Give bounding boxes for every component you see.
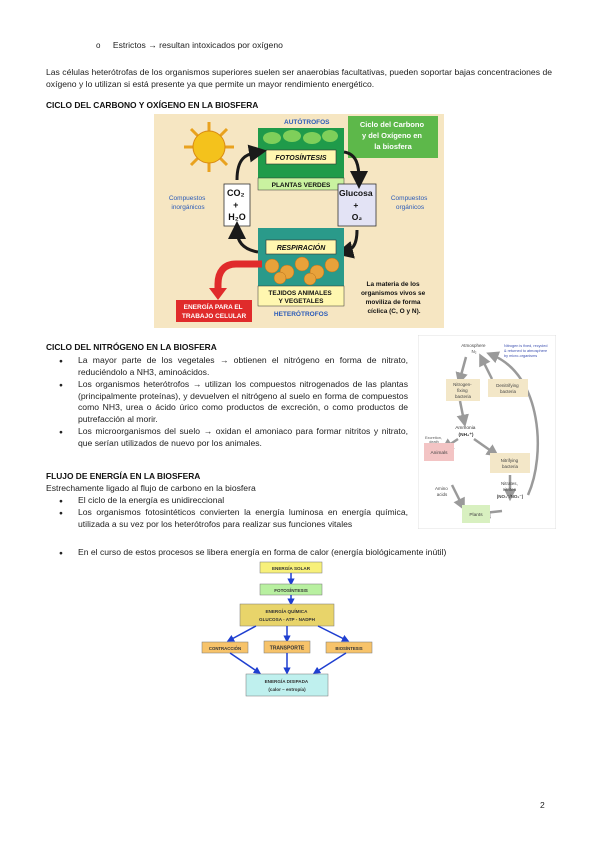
tejidos-box <box>257 285 345 307</box>
arrow-co2-to-plants <box>235 144 267 181</box>
respiracion-box <box>265 239 337 255</box>
co2-box <box>223 183 251 227</box>
plantas-verdes-label: PLANTAS VERDES <box>272 182 331 189</box>
carbon-cycle-figure: AUTÓTROFOS FOTOSÍNTESIS PLANTAS VERDES C… <box>154 114 444 328</box>
carbon-title-box <box>348 116 438 158</box>
materia-text: La materia de los organismos vivos se mo… <box>361 281 427 315</box>
nitrogen-figure-frame <box>418 335 556 529</box>
nitrates-label: Nitrates, nitrites (NO₃⁻/NO₂⁻) <box>497 481 524 499</box>
leaves-icon <box>263 130 338 144</box>
heterotrofos-label: HETERÓTROFOS <box>274 309 329 318</box>
list-item: Los microorganismos del suelo → oxidan e… <box>46 426 408 450</box>
compuestos-inorganicos: Compuestos inorgánicos <box>169 195 207 211</box>
contraccion-label: CONTRACCIÓN <box>209 646 241 651</box>
intro-bullet-text: Estrictos → resultan intoxicados por oxí… <box>112 40 283 50</box>
energy-heading: FLUJO DE ENERGÍA EN LA BIOSFERA <box>46 471 201 481</box>
amino-acids-label: Amino acids <box>435 486 449 497</box>
list-item: El ciclo de la energía es unidireccional <box>46 495 408 508</box>
animals-box <box>424 443 454 461</box>
nitrifying-box <box>490 453 530 473</box>
nitrogen-heading: CICLO DEL NITRÓGENO EN LA BIOSFERA <box>46 342 217 352</box>
fotosintesis-label: FOTOSÍNTESIS <box>275 153 327 162</box>
calor-box <box>245 673 329 697</box>
energy-arrow <box>214 260 262 290</box>
circle-bullet-icon: o <box>96 41 101 50</box>
nitrogen-list: La mayor parte de los vegetales → obtien… <box>46 355 408 450</box>
glucosa-label: Glucosa + O₂ <box>339 188 375 222</box>
energy-subtitle: Estrechamente ligado al flujo de carbono… <box>46 483 256 493</box>
respiracion-label: RESPIRACIÓN <box>277 243 327 252</box>
biosintesis-box <box>325 641 373 654</box>
plants-label: Plants <box>469 512 483 518</box>
intro-paragraph: Las células heterótrofas de los organism… <box>46 67 552 89</box>
glucosa-box <box>337 183 377 227</box>
list-item: Los organismos heterótrofos → utilizan l… <box>46 379 408 426</box>
cells-icon <box>264 256 340 286</box>
denitrifying-box <box>488 379 528 397</box>
energia-label: ENERGÍA PARA EL TRABAJO CELULAR <box>182 302 247 320</box>
energy-arrow-head <box>209 288 227 300</box>
tejidos-label: TEJIDOS ANIMALES Y VEGETALES <box>268 290 333 305</box>
arrow-glucosa-to-resp <box>335 229 359 259</box>
excretion-label: Excretion, death <box>425 436 443 444</box>
contraccion-box <box>201 641 249 654</box>
energia-box <box>176 300 252 322</box>
atmosphere-label: Atmosphere N₂ <box>461 343 487 354</box>
ammonia-label: Ammonia (NH₄⁺) <box>455 425 477 438</box>
intro-bullet: o Estrictos → resultan intoxicados por o… <box>96 40 496 52</box>
nitrogen-fixing-box <box>446 379 480 401</box>
energia-quimica-label: ENERGÍA QUÍMICA GLUCOSA - ATP - NADPH <box>259 607 316 622</box>
nitrogen-arrows <box>440 351 540 519</box>
energy-flow-figure: ENERGÍA SOLAR FOTOSÍNTESIS ENERGÍA QUÍMI… <box>201 561 373 697</box>
energia-solar-label: ENERGÍA SOLAR <box>272 564 311 571</box>
list-item: Los organismos fotosintéticos convierten… <box>46 507 408 531</box>
list-item: La mayor parte de los vegetales → obtien… <box>46 355 408 379</box>
calor-label: ENERGÍA DISIPADA (calor – entropía) <box>265 677 310 692</box>
denitrifying-label: Denitrifying bacteria <box>496 383 520 394</box>
energy-list: El ciclo de la energía es unidireccional… <box>46 495 408 531</box>
nitrogen-note: Nitrogen is fixed, recycled & returned t… <box>504 344 549 358</box>
co2-label: CO₂ + H₂O <box>227 188 247 222</box>
page-number: 2 <box>540 800 545 810</box>
fotosintesis-flow-label: FOTOSÍNTESIS <box>274 586 308 593</box>
autotrofos-label: AUTÓTROFOS <box>284 117 330 126</box>
nitrogen-cycle-figure: Atmosphere N₂ Nitrogen is fixed, recycle… <box>418 335 556 529</box>
carbon-heading: CICLO DEL CARBONO Y OXÍGENO EN LA BIOSFE… <box>46 100 259 110</box>
animals-label: Animals <box>430 450 448 456</box>
nitrogen-fixing-label: Nitrogen- fixing bacteria <box>453 382 473 399</box>
carbon-title-text: Ciclo del Carbono y del Oxígeno en la bi… <box>360 120 426 151</box>
quimica-arrows <box>226 625 350 643</box>
biosintesis-label: BIOSÍNTESIS <box>335 646 362 651</box>
arrow-resp-to-co2 <box>228 221 259 254</box>
transporte-label: TRANSPORTE <box>270 646 305 652</box>
energy-list-last: En el curso de estos procesos se libera … <box>46 547 566 560</box>
calor-arrows <box>229 652 347 675</box>
nitrifying-label: Nitrifying bacteria <box>501 458 520 469</box>
plants-box <box>462 505 490 523</box>
energia-quimica-box <box>239 603 335 627</box>
compuestos-organicos: Compuestos orgánicos <box>391 195 429 211</box>
arrow-plants-to-glucosa <box>343 150 368 189</box>
list-item: En el curso de estos procesos se libera … <box>46 547 566 560</box>
sun-icon <box>184 122 234 172</box>
